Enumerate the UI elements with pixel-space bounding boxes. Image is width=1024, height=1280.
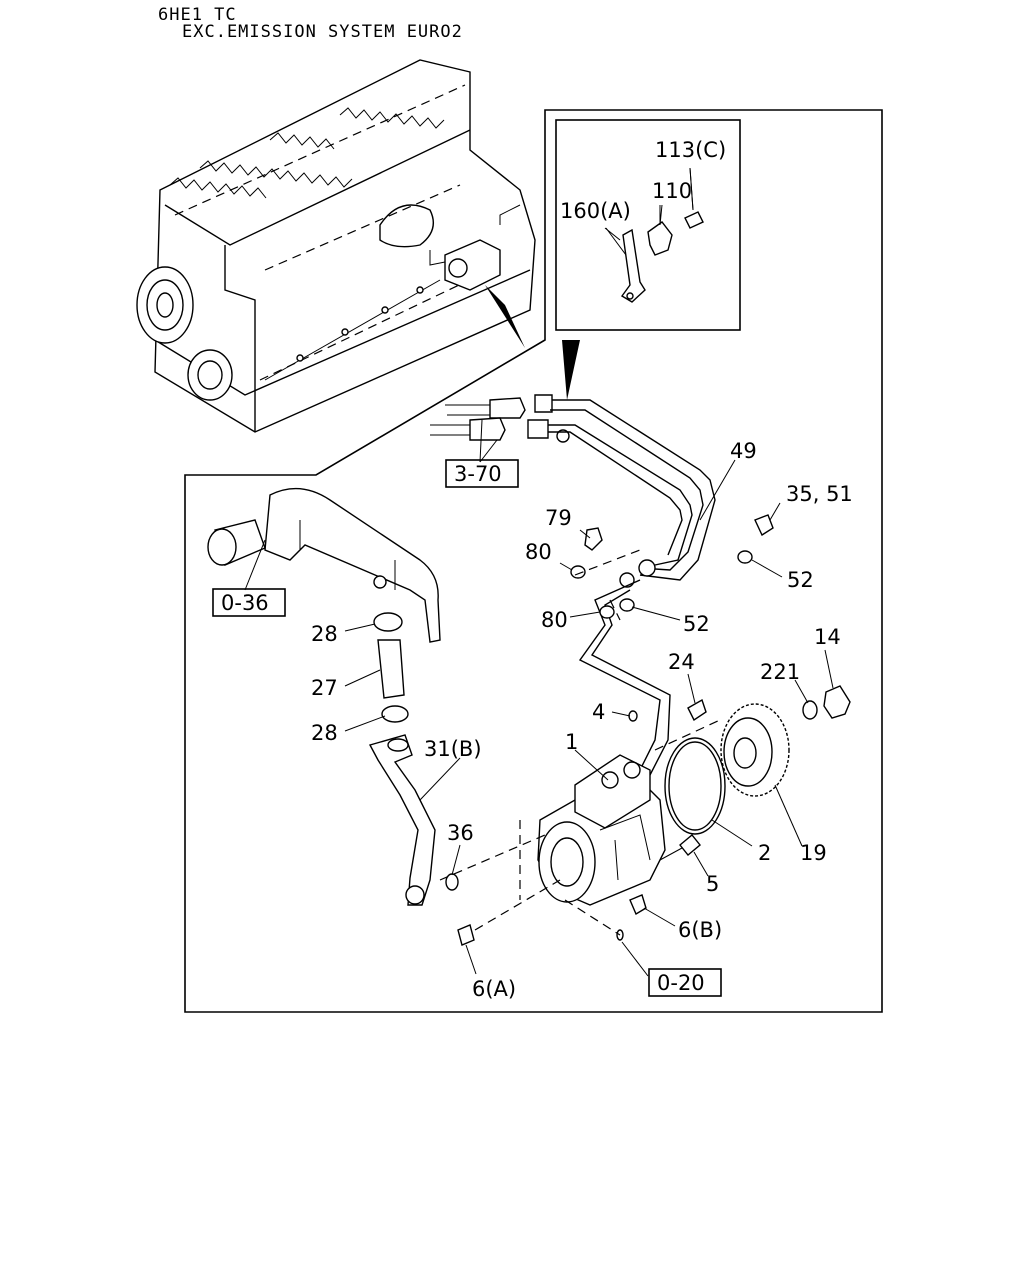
callout-31b: 31(B): [424, 737, 482, 761]
callout-14: 14: [814, 625, 841, 649]
ref-0-36: 0-36: [221, 591, 269, 615]
oring-2: [664, 737, 726, 835]
bracket-part: [605, 227, 646, 303]
bolt-35-51: [754, 514, 774, 537]
callout-6a: 6(A): [472, 977, 516, 1001]
clamp-28-upper: [373, 612, 403, 632]
leader-lines: [244, 167, 834, 977]
fitting-24: [687, 698, 707, 722]
callout-2: 2: [758, 841, 771, 865]
washer-221: [802, 700, 818, 720]
centerline: [609, 599, 621, 621]
bolt-79: [584, 527, 603, 551]
callout-36: 36: [447, 821, 474, 845]
callout-1: 1: [565, 730, 578, 754]
ref-box-0-36: [212, 588, 286, 617]
ref-3-70: 3-70: [454, 462, 502, 486]
callout-221: 221: [760, 660, 800, 684]
plug-4: [628, 710, 638, 722]
centerline: [564, 899, 621, 936]
hose-27: [377, 639, 405, 699]
callout-6b: 6(B): [678, 918, 722, 942]
callout-27: 27: [311, 676, 338, 700]
nut-6a: [457, 924, 475, 946]
centerline: [654, 719, 721, 751]
inset-pointer: [562, 340, 580, 400]
model-label: 6HE1 TC: [158, 5, 237, 25]
callout-79: 79: [545, 506, 572, 530]
ref-0-20: 0-20: [657, 971, 705, 995]
engine-block-illustration: [136, 59, 536, 433]
callout-24: 24: [668, 650, 695, 674]
nut-6b: [629, 894, 647, 916]
callout-80-upper: 80: [525, 540, 552, 564]
washer-52-lower: [619, 598, 635, 612]
callout-4: 4: [592, 700, 605, 724]
clamp-28-lower: [381, 705, 409, 723]
bolt-5: [659, 834, 701, 861]
callout-80-lower: 80: [541, 608, 568, 632]
variant-label: EXC.EMISSION SYSTEM EURO2: [182, 22, 463, 42]
assembly-frame: [184, 109, 883, 1013]
centerline: [474, 879, 561, 931]
fuel-pipes: [430, 394, 716, 776]
inset-bracket-box: [555, 119, 741, 331]
callout-52-lower: 52: [683, 612, 710, 636]
callout-49: 49: [730, 439, 757, 463]
callout-113c: 113(C): [655, 138, 726, 162]
callout-35-51: 35, 51: [786, 482, 853, 506]
nut-14: [823, 685, 851, 719]
washer-80-lower: [599, 605, 615, 619]
callout-28-upper: 28: [311, 622, 338, 646]
washer-80-upper: [570, 565, 586, 579]
callout-110: 110: [652, 179, 692, 203]
injection-pump-1: [537, 754, 666, 906]
callout-52-upper: 52: [787, 568, 814, 592]
ref-box-3-70: [445, 459, 519, 488]
centerline: [439, 834, 546, 881]
ref-box-0-20: [648, 968, 722, 997]
washer-52-upper: [737, 550, 753, 564]
pipe-31b: [368, 734, 436, 906]
callout-160a: 160(A): [560, 199, 631, 223]
centerline: [574, 549, 641, 576]
gear-19: [720, 703, 790, 797]
callout-19: 19: [800, 841, 827, 865]
callout-5: 5: [706, 872, 719, 896]
callout-28-lower: 28: [311, 721, 338, 745]
oil-filter-housing: [207, 487, 441, 643]
